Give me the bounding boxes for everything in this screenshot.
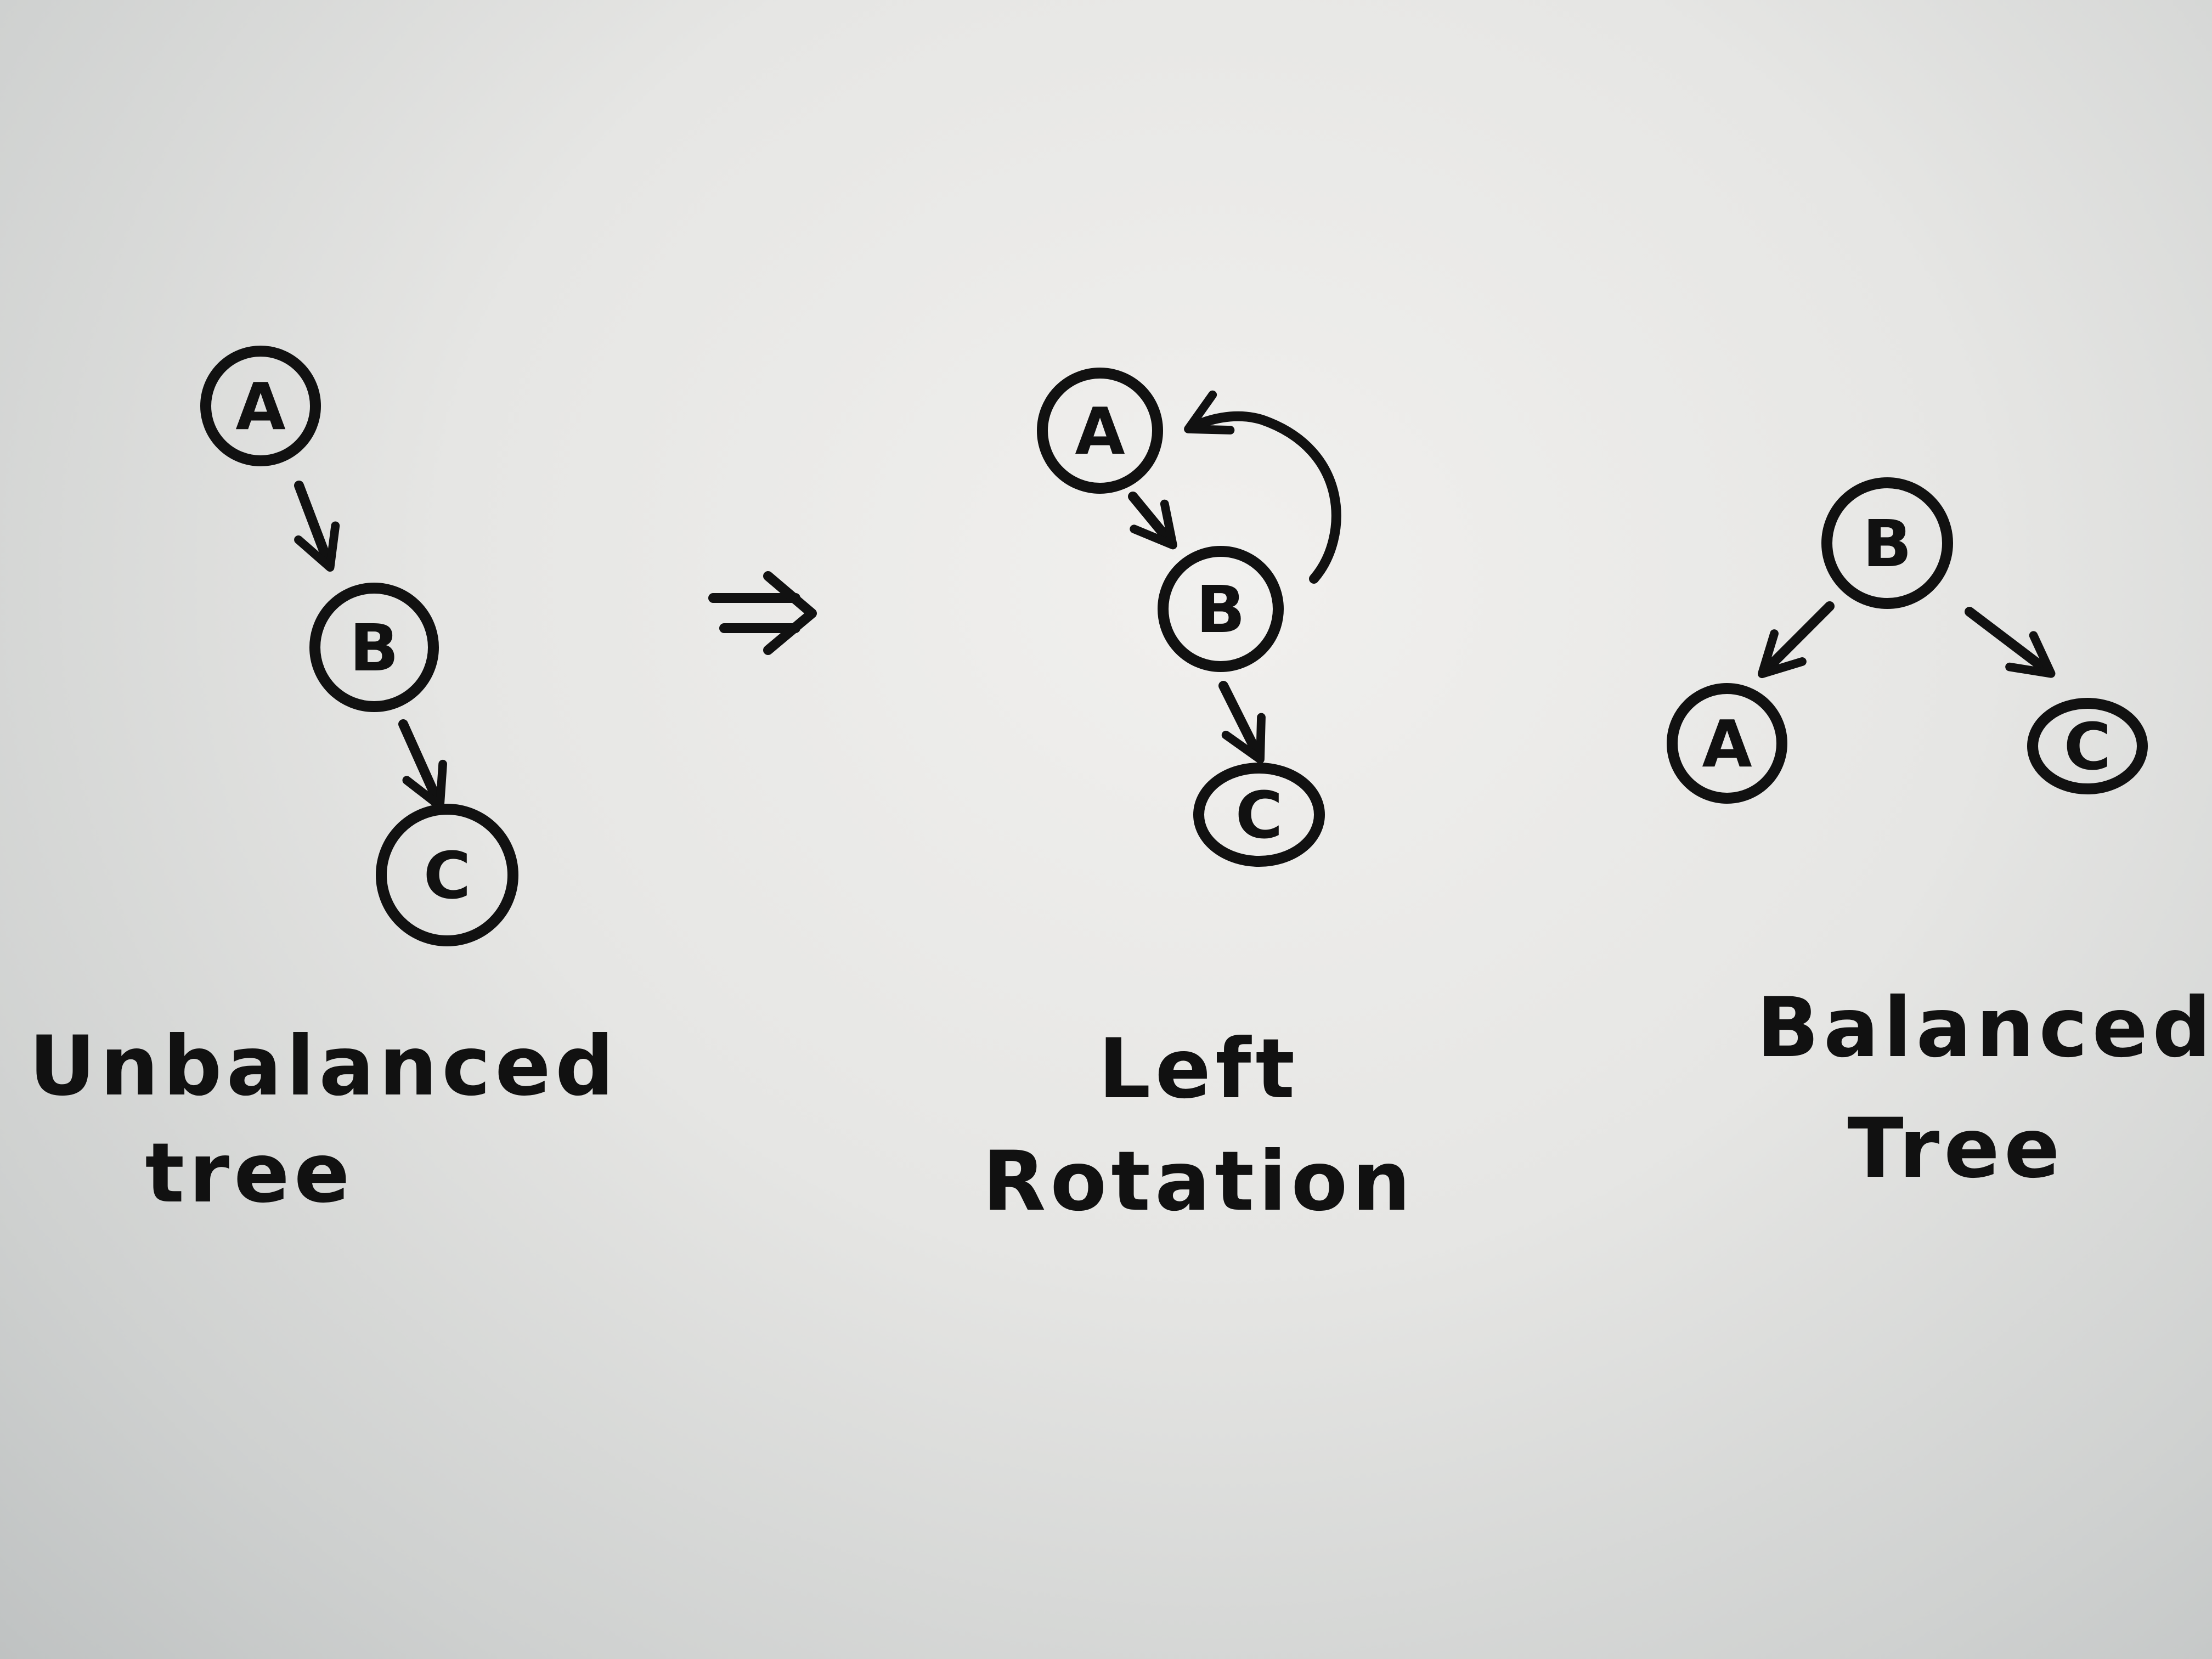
node-label: B — [1196, 572, 1245, 647]
node-label: C — [424, 838, 471, 913]
left-rotation-diagram: A B C Left Rotation — [983, 368, 1415, 1229]
edge-arrow — [1128, 492, 1177, 550]
node-label: A — [1702, 706, 1752, 782]
caption-line-2: Rotation — [983, 1134, 1415, 1229]
caption-line-2: Tree — [1847, 1101, 2064, 1197]
caption-line-2: tree — [145, 1126, 354, 1221]
tree-node-a: A — [1037, 368, 1163, 494]
edge-arrow — [1218, 681, 1266, 764]
tree-node-a: A — [200, 346, 321, 466]
node-label: A — [1075, 393, 1125, 469]
node-label: C — [1235, 777, 1283, 853]
tree-node-a: A — [1667, 683, 1787, 804]
node-label: C — [2064, 709, 2112, 785]
caption-line-1: Balanced — [1757, 980, 2212, 1076]
tree-node-c: C — [376, 804, 518, 946]
rotation-arrow-icon — [1184, 390, 1341, 584]
node-label: A — [235, 369, 285, 444]
node-label: B — [349, 610, 399, 686]
edge-arrow — [294, 481, 340, 572]
edge-arrow — [398, 719, 447, 810]
tree-node-b: B — [1158, 546, 1284, 672]
node-label: B — [1863, 506, 1912, 582]
tree-node-b: B — [309, 583, 439, 712]
edge-arrow — [1757, 601, 1835, 679]
caption-line-1: Left — [1098, 1022, 1299, 1117]
tree-node-c: C — [2027, 698, 2148, 794]
tree-node-b: B — [1821, 477, 1953, 609]
edge-arrow — [1965, 607, 2056, 678]
unbalanced-tree-diagram: A B C Unbalanced tree — [29, 346, 619, 1221]
transition-arrow-icon — [708, 571, 817, 655]
tree-node-c: C — [1193, 763, 1325, 867]
caption-line-1: Unbalanced — [29, 1019, 619, 1114]
balanced-tree-diagram: B A C Balanced Tree — [1667, 477, 2212, 1197]
